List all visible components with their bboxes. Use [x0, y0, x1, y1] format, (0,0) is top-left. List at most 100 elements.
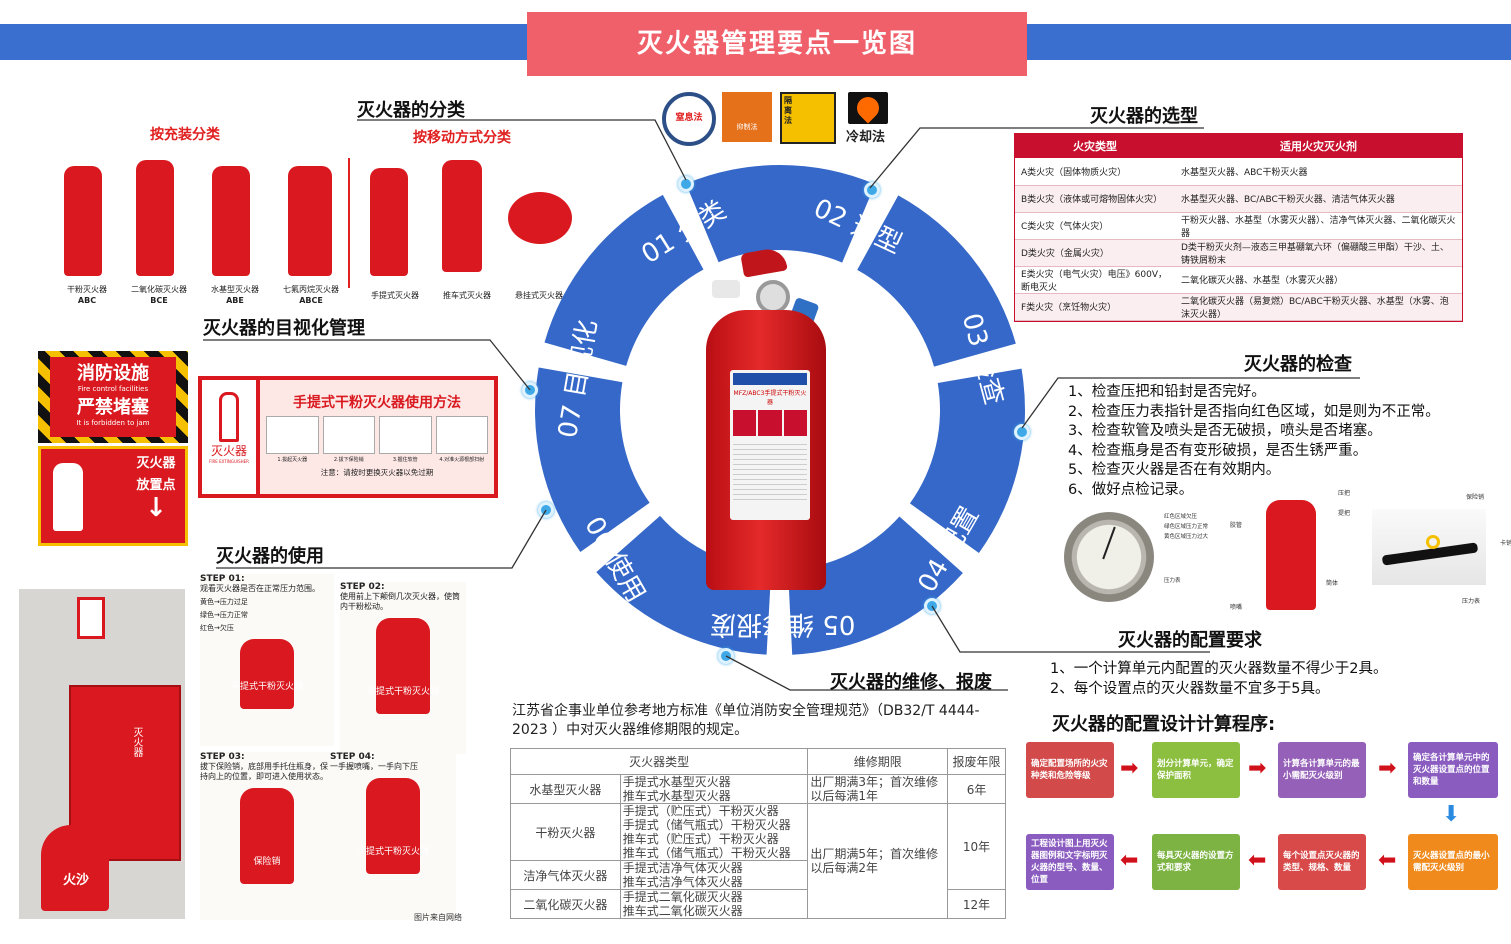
ring-segment[interactable]: [909, 368, 1025, 554]
suitable-agent: D类干粉灭火剂—液态三甲基硼氧六环（偏硼酸三甲酯）干沙、土、铸铁屑粉末: [1175, 239, 1462, 267]
usage-step: STEP 03:拔下保险销，底部用手托住瓶身，保持向上的位置，即可进入使用状态。…: [200, 752, 334, 920]
extinguisher-image: [64, 166, 102, 276]
image-credit: 图片来自网络: [414, 913, 462, 922]
ring-segment[interactable]: [857, 195, 1016, 367]
fire-class: E类火灾（电气火灾）电压》600V，断电灭火: [1015, 266, 1175, 294]
inspection-item: 5、检查灭火器是否在有效期内。: [1068, 462, 1281, 478]
gauge-label: 黄色区域压力过大: [1164, 534, 1209, 540]
ring-segment[interactable]: [544, 194, 704, 366]
usage-step-number: STEP 04:: [330, 752, 375, 762]
gauge-label: 压力表: [1164, 578, 1181, 584]
usage-step: STEP 04:一手握喷嘴，一手向下压手提式干粉灭火器: [330, 752, 456, 920]
facility-sign-cn: 消防设施: [77, 363, 149, 384]
selection-row: B类火灾（液体或可熔物固体火灾）水基型灭火器、BC/ABC干粉灭火器、清洁气体灭…: [1015, 185, 1462, 213]
product-model: MFZ/ABC3手提式干粉灭火器: [733, 390, 807, 406]
cabinet-photo: 灭火器 火沙: [19, 589, 185, 919]
part-label: 压把: [1338, 490, 1351, 497]
extinguisher-image: [288, 166, 332, 276]
calc-step: 确定配置场所的火灾种类和危险等级: [1026, 742, 1114, 798]
ring-segment[interactable]: [685, 165, 876, 263]
inspection-item: 2、检查压力表指针是否指向红色区域，如是则为不正常。: [1068, 403, 1440, 420]
usage-step-number: STEP 02:: [340, 582, 385, 592]
agent-type-name: 干粉灭火器: [67, 285, 107, 294]
no-block-cn: 严禁堵塞: [77, 397, 149, 418]
extinguisher-drawing: [240, 639, 294, 709]
mobility-type-name: 手提式灭火器: [371, 291, 419, 300]
usage-step-number: STEP 01:: [200, 574, 245, 584]
pressure-zone: 绿色→压力正常: [200, 611, 248, 619]
ring-dot: [1014, 424, 1030, 440]
extinguisher-image: [508, 192, 572, 244]
suffocation-icon: 窒息法: [662, 92, 716, 146]
extinguisher-image: [136, 160, 174, 276]
point-sign-line2: 放置点: [136, 478, 176, 493]
extinguisher-image: [442, 160, 482, 272]
ring-dot: [678, 176, 694, 192]
maint-header: 维修期限: [807, 748, 949, 775]
maint-type: 洁净气体灭火器: [510, 860, 621, 890]
usage-step: STEP 02:使用前上下颠倒几次灭火器，使筒内干粉松动。手提式干粉灭火器: [340, 582, 466, 754]
usage-step-label: 保险销: [253, 857, 281, 867]
method-step-label: 3.握住软管: [392, 457, 418, 463]
extinguisher-icon: [53, 463, 83, 531]
inhibition-icon: 抑制法: [722, 92, 772, 142]
closeup-label: 保险销: [1466, 494, 1485, 501]
section-config-req-title: 灭火器的配置要求: [1118, 630, 1262, 651]
gauge-label: 红色区域欠压: [1164, 514, 1198, 520]
center-ring: [535, 165, 1025, 655]
config-requirement: 1、一个计算单元内配置的灭火器数量不得少于2具。: [1050, 661, 1388, 677]
ring-segment[interactable]: [535, 367, 650, 553]
method-step: 1.拔起灭火器: [266, 416, 319, 463]
agent-type-name: 水基型灭火器: [211, 285, 259, 294]
part-label: 提把: [1338, 510, 1351, 517]
config-requirement: 2、每个设置点的灭火器数量不宜多于5具。: [1050, 680, 1330, 697]
method-step: 4.对准火源根部扫射: [435, 416, 488, 463]
selection-row: C类火灾（气体火灾）干粉灭火器、水基型（水雾灭火器）、洁净气体灭火器、二氧化碳灭…: [1015, 212, 1462, 240]
agent-type-code: ABC: [77, 296, 97, 305]
center-extinguisher-image: MFZ/ABC3手提式干粉灭火器: [706, 246, 836, 590]
part-label: 喷嘴: [1230, 604, 1243, 611]
method-step-label: 1.拔起灭火器: [277, 457, 308, 463]
calc-step: 每具灭火器的设置方式和要求: [1152, 834, 1240, 890]
method-sign-ext-en: FIRE EXTINGUISHER: [209, 459, 249, 464]
method-step: 3.握住软管: [379, 416, 432, 463]
fire-class: B类火灾（液体或可熔物固体火灾）: [1015, 185, 1175, 213]
inspection-item: 1、检查压把和铅封是否完好。: [1068, 384, 1266, 400]
fire-class: F类火灾（烹饪物火灾）: [1015, 293, 1175, 321]
maint-type: 干粉灭火器: [510, 803, 621, 861]
agent-type-name: 二氧化碳灭火器: [131, 285, 187, 294]
no-block-en: It is forbidden to jam: [76, 419, 150, 427]
suitable-agent: 干粉灭火器、水基型（水雾灭火器）、洁净气体灭火器、二氧化碳灭火器: [1175, 212, 1462, 240]
facility-sign: 消防设施 Fire control facilities 严禁堵塞 It is …: [38, 351, 188, 443]
extinguisher-drawing: [366, 778, 420, 874]
gauge-label: 绿色区域压力正常: [1164, 524, 1209, 530]
calc-step: 确定各计算单元中的灭火器设置点的位置和数量: [1408, 742, 1498, 798]
agent-type-code: ABCE: [299, 296, 323, 305]
section-classification-title: 灭火器的分类: [357, 100, 465, 121]
suitable-agent: 水基型灭火器、ABC干粉灭火器: [1175, 158, 1462, 186]
maint-scrap: 6年: [947, 774, 1006, 804]
page-title: 灭火器管理要点一览图: [527, 12, 1027, 76]
pressure-zone: 黄色→压力过足: [200, 598, 248, 606]
maint-type: 水基型灭火器: [510, 774, 621, 804]
extinguisher-image: [370, 168, 408, 276]
ring-segment[interactable]: [596, 515, 772, 655]
usage-step: STEP 01:观看灭火器是否在正常压力范围。黄色→压力过足绿色→压力正常红色→…: [200, 574, 334, 746]
inspection-item: 4、检查瓶身是否有变形破损，是否生锈严重。: [1068, 442, 1368, 459]
selection-row: D类火灾（金属火灾）D类干粉灭火剂—液态三甲基硼氧六环（偏硼酸三甲酯）干沙、土、…: [1015, 239, 1462, 267]
flow-arrow-icon: ➡: [1378, 756, 1397, 781]
maint-header: 报废年限: [947, 748, 1006, 775]
ring-segment[interactable]: [787, 516, 963, 655]
facility-sign-en: Fire control facilities: [77, 385, 149, 393]
maint-scrap: 12年: [947, 889, 1006, 919]
step-illustration: [322, 416, 375, 454]
inspection-item: 6、做好点检记录。: [1068, 481, 1194, 498]
selection-header: 适用火灾灭火剂: [1175, 134, 1462, 158]
divider: [348, 158, 350, 288]
pressure-gauge-image: [1064, 512, 1154, 602]
flow-arrow-icon: ➡: [1248, 756, 1267, 781]
fire-class: C类火灾（气体火灾）: [1015, 212, 1175, 240]
usage-step-label: 手提式干粉灭火器: [356, 847, 429, 857]
fire-class: A类火灾（固体物质火灾）: [1015, 158, 1175, 186]
step-illustration: [435, 416, 488, 454]
